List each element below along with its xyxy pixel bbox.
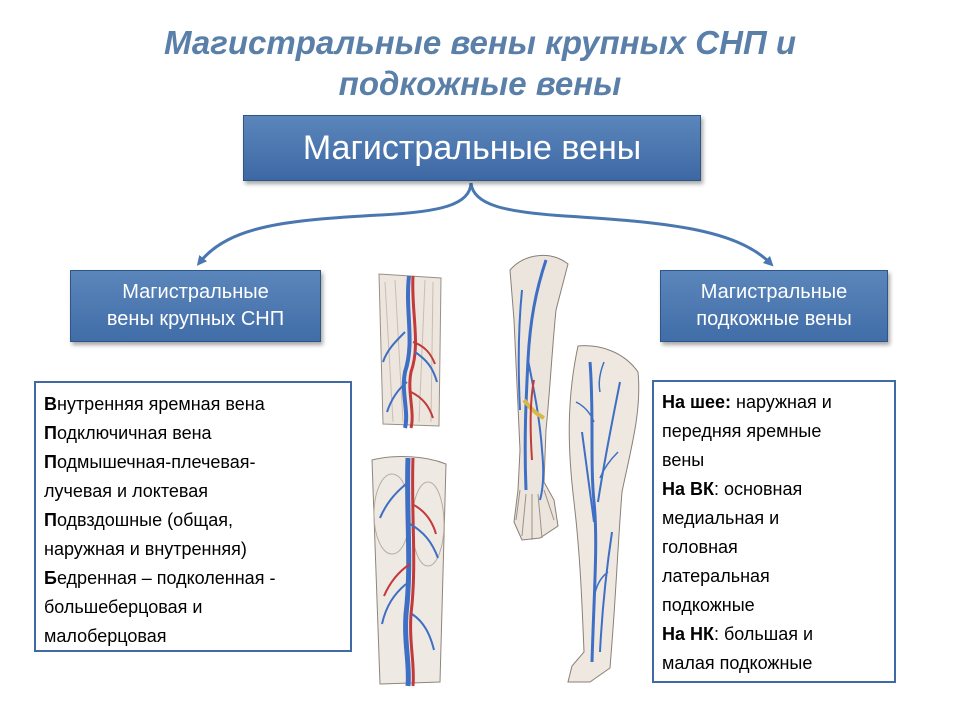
title-line-2: подкожные вены bbox=[338, 65, 622, 102]
right-category-line-1: Магистральные bbox=[700, 281, 848, 303]
slide-title: Магистральные вены крупных СНП и подкожн… bbox=[60, 22, 900, 104]
list-item: лучевая и локтевая bbox=[44, 481, 209, 501]
list-item: вены bbox=[662, 450, 705, 470]
list-item: Подключичная вена bbox=[44, 423, 212, 443]
left-category-line-2: вены крупных СНП bbox=[106, 308, 285, 330]
right-category-line-2: подкожные вены bbox=[696, 308, 852, 330]
thigh-upper-vessels-illustration bbox=[378, 273, 442, 429]
list-item: медиальная и bbox=[662, 508, 780, 528]
right-branch-arrow bbox=[469, 182, 774, 267]
list-item: головная bbox=[662, 537, 738, 557]
list-item: большеберцовая и bbox=[44, 597, 203, 617]
list-item: Внутренняя яремная вена bbox=[44, 394, 265, 414]
list-item: На НК: большая и bbox=[662, 624, 814, 644]
subcutaneous-veins-box: Магистральные подкожные вены bbox=[660, 270, 888, 342]
list-item: наружная и внутренняя) bbox=[44, 539, 247, 559]
list-item: подкожные bbox=[662, 595, 755, 615]
main-veins-box: Магистральные вены bbox=[243, 115, 701, 181]
subcutaneous-veins-list: На шее: наружная и передняя яремные вены… bbox=[652, 380, 896, 683]
thigh-lower-vessels-illustration bbox=[371, 456, 447, 687]
list-item: передняя яремные bbox=[662, 421, 822, 441]
title-line-1: Магистральные вены крупных СНП и bbox=[163, 24, 797, 61]
arm-veins-illustration bbox=[509, 254, 569, 541]
main-veins-label: Магистральные вены bbox=[302, 129, 642, 167]
leg-veins-illustration bbox=[567, 345, 640, 683]
list-item: На шее: наружная и bbox=[662, 392, 832, 412]
list-item: малоберцовая bbox=[44, 626, 167, 646]
list-item: Бедренная – подколенная - bbox=[44, 568, 276, 588]
list-item: Подвздошные (общая, bbox=[44, 510, 233, 530]
list-item: малая подкожные bbox=[662, 653, 813, 673]
list-item: Подмышечная-плечевая- bbox=[44, 452, 256, 472]
list-item: На ВК: основная bbox=[662, 479, 803, 499]
list-item: латеральная bbox=[662, 566, 770, 586]
left-branch-arrow bbox=[196, 182, 473, 266]
left-category-line-1: Магистральные bbox=[122, 281, 269, 303]
main-veins-list: Внутренняя яремная вена Подключичная вен… bbox=[34, 381, 352, 652]
large-nerve-vessel-veins-box: Магистральные вены крупных СНП bbox=[70, 270, 321, 342]
